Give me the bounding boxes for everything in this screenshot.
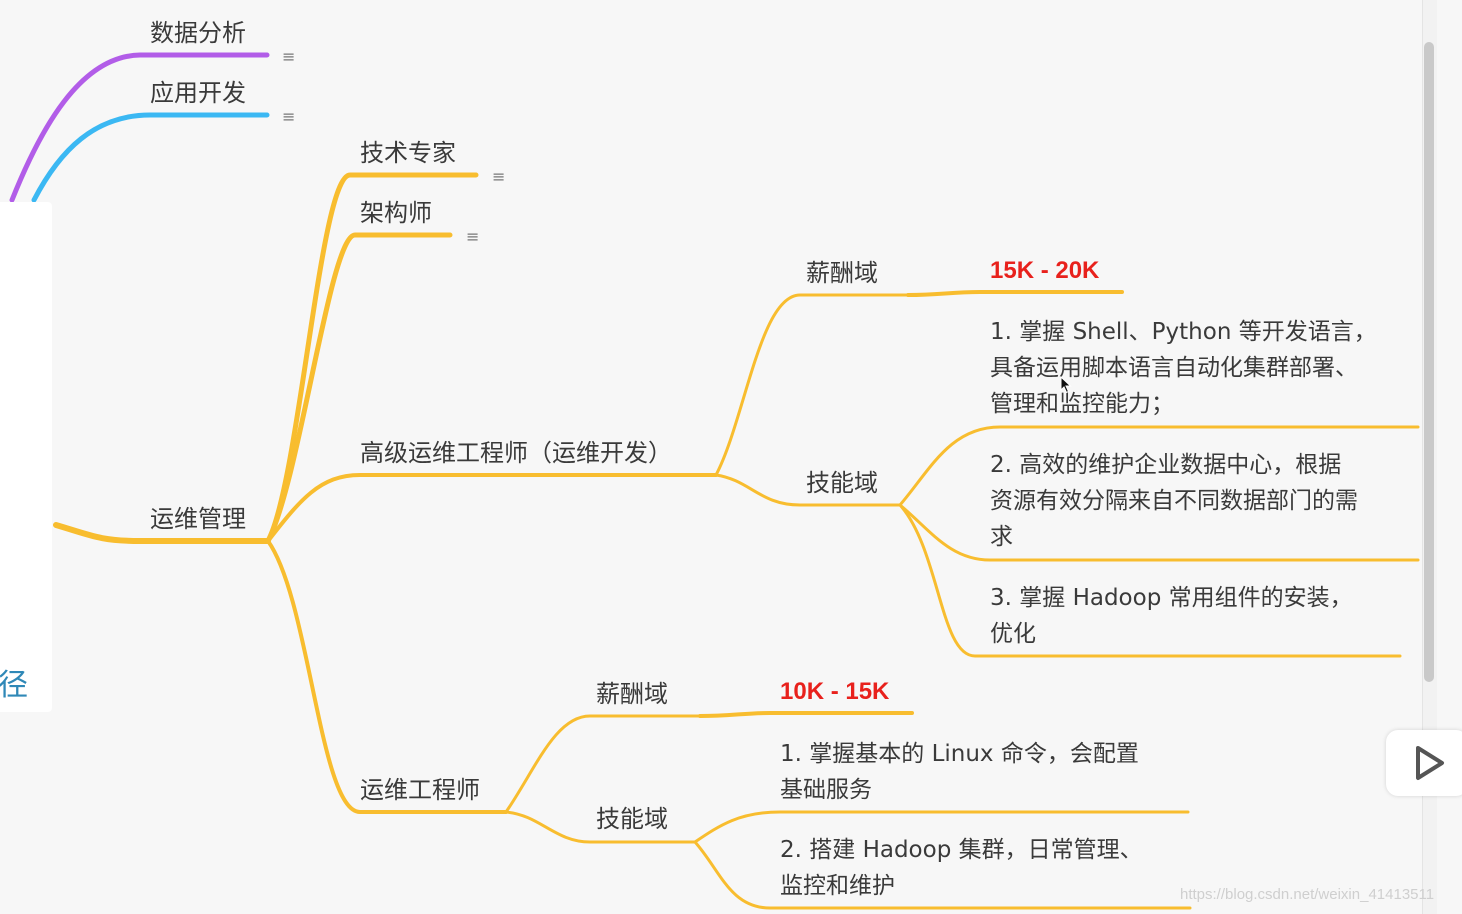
play-icon [1416, 746, 1444, 780]
connector-app-dev [31, 112, 270, 203]
node-salary-domain[interactable]: 薪酬域 [596, 680, 668, 708]
skill-line: 1. 掌握基本的 Linux 命令，会配置 [780, 741, 1139, 767]
skill-line: 基础服务 [780, 777, 872, 803]
node-data-analysis[interactable]: 数据分析 [150, 19, 246, 47]
connector-senior-salary [714, 293, 910, 477]
left-node-card [0, 202, 52, 712]
collapse-indicator-icon[interactable]: ≡ [282, 107, 296, 126]
skill-item[interactable]: 2. 高效的维护企业数据中心，根据 资源有效分隔来自不同数据部门的需 求 [990, 447, 1358, 555]
connector-senior-skill-1 [898, 425, 1420, 507]
connector-ops-skill-2 [693, 840, 1192, 910]
skill-line: 资源有效分隔来自不同数据部门的需 [990, 488, 1358, 514]
watermark: https://blog.csdn.net/weixin_41413511 [1180, 886, 1435, 903]
skill-line: 监控和维护 [780, 873, 895, 899]
collapse-indicator-icon[interactable]: ≡ [466, 227, 480, 246]
skill-line: 2. 搭建 Hadoop 集群，日常管理、 [780, 837, 1143, 863]
node-architect[interactable]: 架构师 [360, 199, 432, 227]
skill-item[interactable]: 1. 掌握基本的 Linux 命令，会配置 基础服务 [780, 736, 1139, 808]
connector-senior-ops [266, 473, 718, 543]
collapse-indicator-icon[interactable]: ≡ [282, 47, 296, 66]
skill-line: 管理和监控能力； [990, 391, 1174, 417]
node-ops-engineer[interactable]: 运维工程师 [360, 776, 480, 804]
connector-senior-skill-3 [898, 503, 1402, 658]
node-tech-expert[interactable]: 技术专家 [360, 139, 456, 167]
connector-ops-main [53, 522, 271, 544]
salary-value[interactable]: 10K - 15K [780, 678, 890, 705]
node-app-dev[interactable]: 应用开发 [150, 79, 246, 107]
salary-value[interactable]: 15K - 20K [990, 257, 1100, 284]
collapse-indicator-icon[interactable]: ≡ [492, 167, 506, 186]
play-button[interactable] [1386, 730, 1462, 796]
vertical-scrollbar-thumb[interactable] [1424, 42, 1434, 682]
connector-senior-salary-value [906, 290, 1124, 297]
node-ops-management[interactable]: 运维管理 [150, 505, 246, 533]
skill-line: 具备运用脚本语言自动化集群部署、 [990, 355, 1358, 381]
node-skill-domain[interactable]: 技能域 [806, 469, 878, 497]
connector-ops-salary [504, 714, 702, 814]
connector-senior-skill-2 [898, 503, 1420, 562]
connector-senior-skill [714, 473, 902, 507]
connector-ops-salary-value [698, 711, 914, 718]
mouse-cursor-icon [1060, 376, 1072, 394]
connector-architect [265, 232, 453, 544]
skill-line: 3. 掌握 Hadoop 常用组件的安装， [990, 585, 1353, 611]
skill-item[interactable]: 3. 掌握 Hadoop 常用组件的安装， 优化 [990, 580, 1353, 652]
skill-line: 求 [990, 524, 1013, 550]
connector-ops-skill-1 [693, 810, 1190, 844]
skill-item[interactable]: 1. 掌握 Shell、Python 等开发语言， 具备运用脚本语言自动化集群部… [990, 314, 1377, 422]
connector-ops-skill [504, 810, 697, 844]
left-node-text: 径 [0, 668, 28, 703]
connector-expert [265, 172, 479, 544]
node-senior-ops-engineer[interactable]: 高级运维工程师（运维开发） [360, 439, 672, 467]
skill-item[interactable]: 2. 搭建 Hadoop 集群，日常管理、 监控和维护 [780, 832, 1143, 904]
skill-line: 2. 高效的维护企业数据中心，根据 [990, 452, 1342, 478]
skill-line: 优化 [990, 621, 1036, 647]
node-skill-domain[interactable]: 技能域 [596, 805, 668, 833]
connector-data-analysis [9, 52, 270, 203]
connector-ops-engineer [266, 539, 508, 814]
skill-line: 1. 掌握 Shell、Python 等开发语言， [990, 319, 1377, 345]
node-salary-domain[interactable]: 薪酬域 [806, 259, 878, 287]
